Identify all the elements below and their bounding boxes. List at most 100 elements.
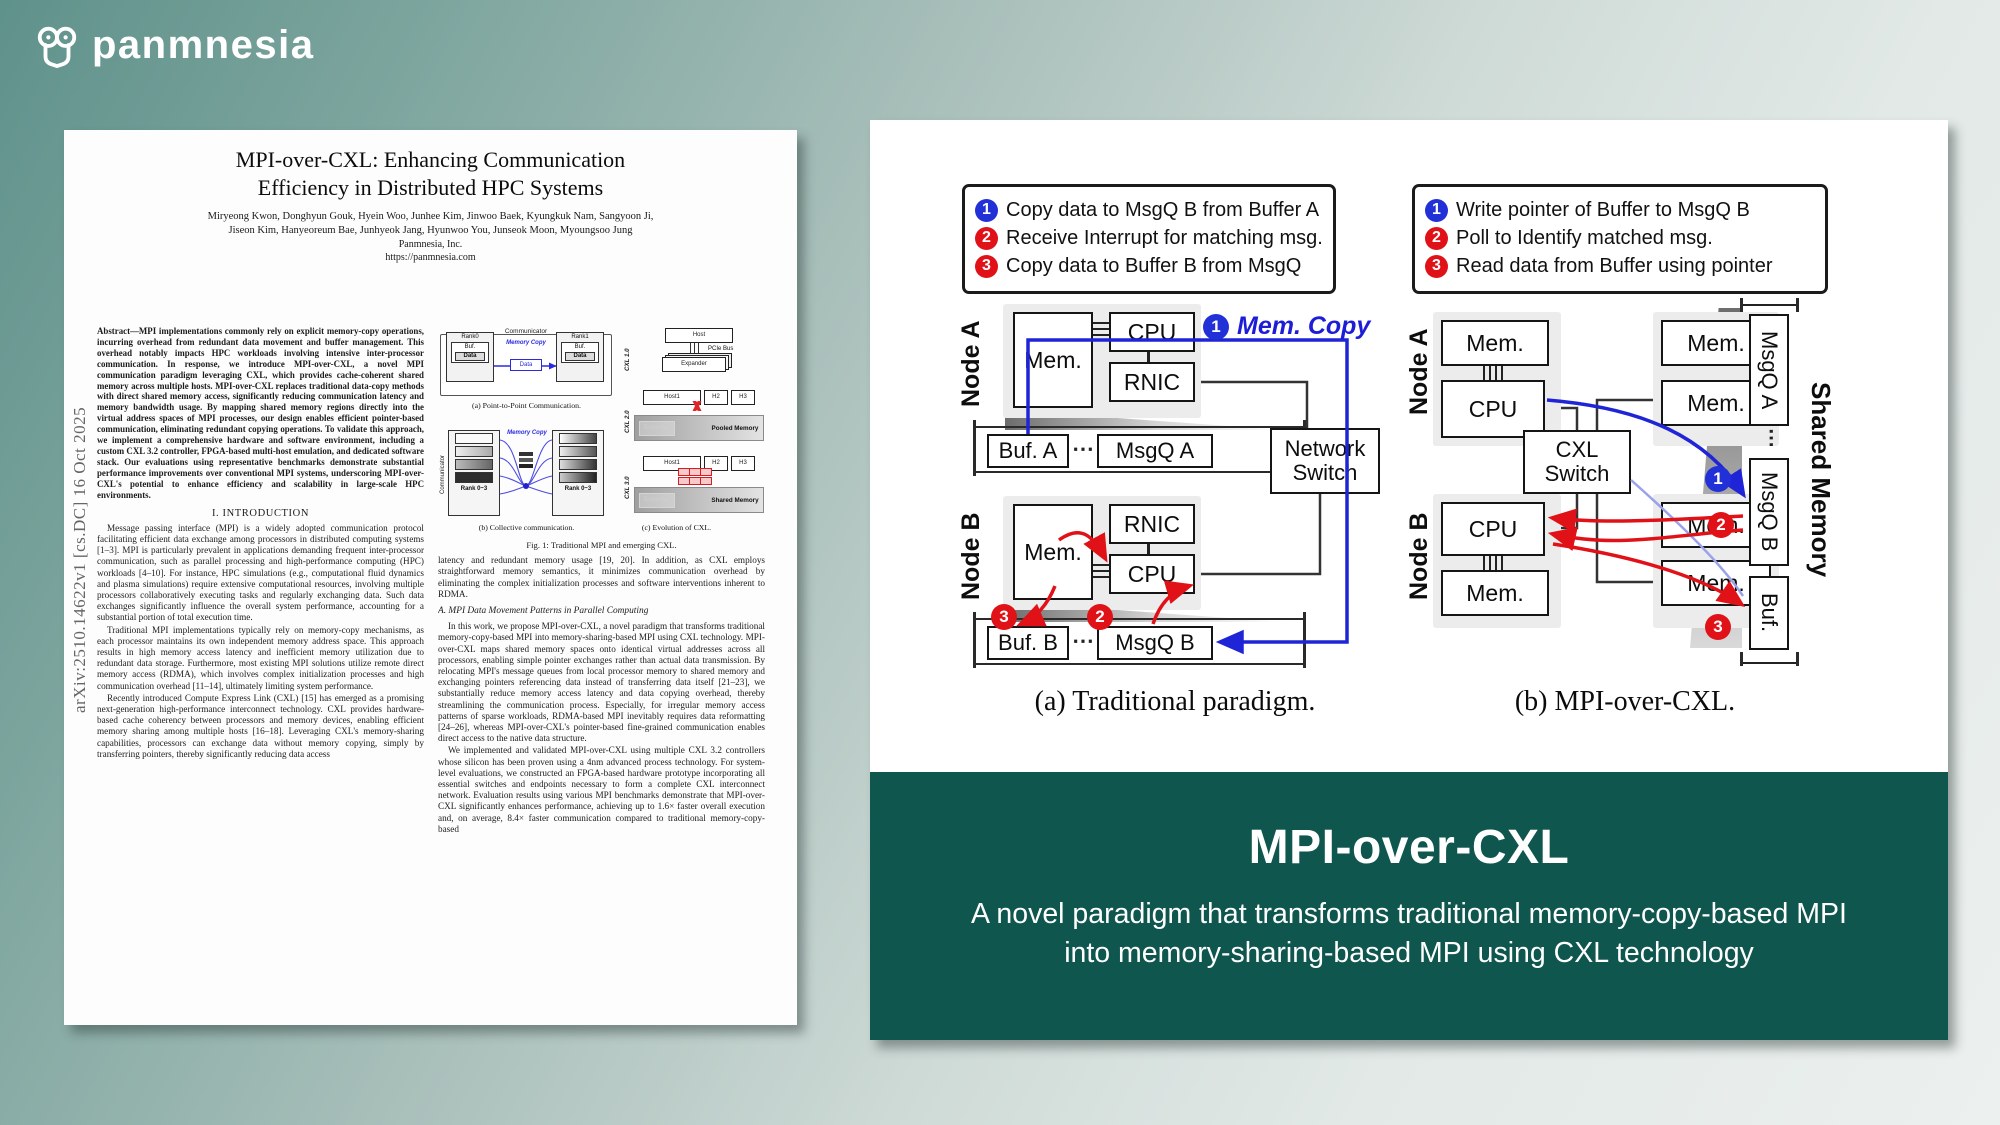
step-1-text: Write pointer of Buffer to MsgQ B bbox=[1456, 198, 1750, 221]
intro-paragraph-1: Message passing interface (MPI) is a wid… bbox=[97, 522, 424, 623]
col2-paragraph-1: latency and redundant memory usage [19, … bbox=[438, 555, 765, 599]
sectionA-heading: A. MPI Data Movement Patterns in Paralle… bbox=[438, 606, 649, 617]
column-tick bbox=[1796, 298, 1799, 312]
node-b-rnic: RNIC bbox=[1109, 504, 1195, 544]
pcie-bus-lines bbox=[690, 343, 702, 357]
fig1c-cxl20-group: CXL 2.0 Host1 H2 H3 Expander Pooled Memo… bbox=[624, 390, 764, 442]
intro-paragraph-2: Traditional MPI implementations typicall… bbox=[97, 624, 424, 691]
legend-row: 2 Poll to Identify matched msg. bbox=[1425, 224, 1815, 252]
step-3-text: Copy data to Buffer B from MsgQ bbox=[1006, 254, 1302, 277]
paper-title: MPI-over-CXL: Enhancing Communication Ef… bbox=[64, 146, 797, 202]
paper-page: arXiv:2510.14622v1 [cs.DC] 16 Oct 2025 M… bbox=[64, 130, 797, 1025]
step-1-badge: 1 bbox=[1425, 198, 1448, 222]
banner-title: MPI-over-CXL bbox=[1248, 821, 1570, 874]
band-tick bbox=[1303, 612, 1306, 668]
mem-cpu-bus bbox=[1093, 564, 1109, 580]
arxiv-sidebar: arXiv:2510.14622v1 [cs.DC] 16 Oct 2025 bbox=[70, 406, 89, 714]
mem-cpu-bus bbox=[1093, 322, 1109, 338]
banner-subtitle-line2: into memory-sharing-based MPI using CXL … bbox=[1064, 937, 1754, 969]
paper-column-right: Communicator Rank0 Buf. Data Rank1 Buf. … bbox=[438, 326, 765, 1018]
node-a-mem: Mem. bbox=[1441, 320, 1549, 366]
rnic-cpu-link bbox=[1147, 544, 1150, 554]
interrupt-path-2 bbox=[1057, 530, 1108, 563]
mem-copy-label: Mem. Copy bbox=[1237, 312, 1371, 340]
legend-row: 3 Copy data to Buffer B from MsgQ bbox=[975, 252, 1323, 280]
fig1a-caption: (a) Point-to-Point Communication. bbox=[472, 401, 581, 410]
fig1-caption: Fig. 1: Traditional MPI and emerging CXL… bbox=[526, 540, 677, 550]
flow-badge-1: 1 bbox=[1203, 314, 1229, 340]
caption-traditional: (a) Traditional paradigm. bbox=[1034, 686, 1316, 717]
caption-mpi-over-cxl: (b) MPI-over-CXL. bbox=[1514, 686, 1736, 717]
diagram-mpi-over-cxl: Node A Mem. CPU Mem. Mem. CXL Switch Nod… bbox=[1405, 288, 1845, 738]
step-2-text: Receive Interrupt for matching msg. bbox=[1006, 226, 1323, 249]
network-switch: Network Switch bbox=[1270, 428, 1380, 494]
cxl-switch: CXL Switch bbox=[1523, 430, 1631, 494]
mem-copy-path bbox=[1026, 338, 1349, 655]
rank0-data: Data bbox=[455, 352, 485, 361]
copy-to-buffer-path bbox=[1016, 585, 1057, 627]
legend-mpi-over-cxl: 1 Write pointer of Buffer to MsgQ B 2 Po… bbox=[1412, 184, 1828, 294]
paper-title-line1: MPI-over-CXL: Enhancing Communication bbox=[235, 147, 626, 172]
panmnesia-logo-text: panmnesia bbox=[92, 23, 315, 67]
fig1a-communicator-label: Communicator bbox=[504, 328, 548, 335]
memory-band-b bbox=[973, 618, 1305, 665]
legend-traditional: 1 Copy data to MsgQ B from Buffer A 2 Re… bbox=[962, 184, 1336, 294]
banner-subtitle-line1: A novel paradigm that transforms traditi… bbox=[971, 898, 1847, 930]
ellipsis: ⋯ bbox=[1072, 436, 1094, 461]
fig1b-right-ranks-box: Rank 0~3 bbox=[552, 430, 604, 516]
shared-buf: Buf. bbox=[1749, 576, 1789, 650]
legend-row: 2 Receive Interrupt for matching msg. bbox=[975, 224, 1323, 252]
fig1a-data-inflight: Data bbox=[510, 359, 542, 371]
fig1a-memory-copy-label: Memory Copy bbox=[506, 340, 546, 346]
node-a-cpu: CPU bbox=[1441, 380, 1545, 438]
cxl30-label: CXL 3.0 bbox=[624, 476, 631, 500]
cxl30-memory-band: Expander Shared Memory bbox=[634, 487, 764, 514]
affiliation: Panmnesia, Inc. bbox=[398, 239, 463, 250]
rank0-buffer: Buf. Data bbox=[451, 342, 489, 363]
rank-bar bbox=[455, 472, 493, 483]
cxl20-red-links bbox=[680, 401, 714, 411]
legend-row: 3 Read data from Buffer using pointer bbox=[1425, 252, 1815, 280]
step-1-text: Copy data to MsgQ B from Buffer A bbox=[1006, 198, 1320, 221]
step-2-badge: 2 bbox=[1425, 226, 1448, 250]
cxl20-pooled-memory: Pooled Memory bbox=[711, 424, 759, 432]
rank-bar bbox=[559, 433, 597, 444]
step-2-badge: 2 bbox=[975, 226, 998, 250]
cxl-switch-line1: CXL bbox=[1555, 437, 1599, 462]
rank0-label: Rank0 bbox=[461, 334, 479, 340]
paper-column-left: Abstract—MPI implementations commonly re… bbox=[97, 326, 424, 1018]
interrupt-path bbox=[1151, 580, 1195, 625]
fig1b-rank03-right: Rank 0~3 bbox=[564, 486, 592, 492]
rank-bar bbox=[455, 433, 493, 444]
right-panel: 1 Copy data to MsgQ B from Buffer A 2 Re… bbox=[870, 120, 1948, 1040]
buffer-b: Buf. B bbox=[987, 626, 1069, 660]
flow-badge-3: 3 bbox=[991, 604, 1017, 630]
column-tick bbox=[1796, 652, 1799, 666]
diagram-b-flow-arrows bbox=[1546, 398, 1746, 608]
legend-row: 1 Copy data to MsgQ B from Buffer A bbox=[975, 196, 1323, 224]
fig1a-rank1: Rank1 Buf. Data bbox=[556, 332, 604, 382]
title-banner: MPI-over-CXL A novel paradigm that trans… bbox=[870, 772, 1948, 1040]
banner-subtitle: A novel paradigm that transforms traditi… bbox=[870, 895, 1948, 973]
panmnesia-logo-icon bbox=[37, 26, 77, 68]
mem-cpu-bus bbox=[1483, 366, 1503, 380]
cxl20-h3: H3 bbox=[731, 390, 755, 406]
paper-title-line2: Efficiency in Distributed HPC Systems bbox=[257, 175, 604, 200]
legend-row: 1 Write pointer of Buffer to MsgQ B bbox=[1425, 196, 1815, 224]
rank-bar bbox=[559, 472, 597, 483]
rank-bar bbox=[455, 459, 493, 470]
authors-line1: Miryeong Kwon, Donghyun Gouk, Hyein Woo,… bbox=[207, 211, 654, 222]
diagram-area: 1 Copy data to MsgQ B from Buffer A 2 Re… bbox=[870, 120, 1948, 772]
cxl30-h2: H2 bbox=[704, 456, 728, 472]
flow-badge-2: 2 bbox=[1708, 512, 1734, 538]
network-switch-line1: Network bbox=[1284, 436, 1366, 461]
rank-bar bbox=[559, 459, 597, 470]
node-b-mem: Mem. bbox=[1441, 570, 1549, 616]
cxl10-host: Host bbox=[665, 328, 733, 344]
cpu-rnic-link bbox=[1147, 352, 1150, 362]
column-tick bbox=[1740, 298, 1743, 312]
rank1-buffer: Buf. Data bbox=[561, 342, 599, 363]
fig1a-rank0: Rank0 Buf. Data bbox=[446, 332, 494, 382]
rank-bar bbox=[455, 446, 493, 457]
